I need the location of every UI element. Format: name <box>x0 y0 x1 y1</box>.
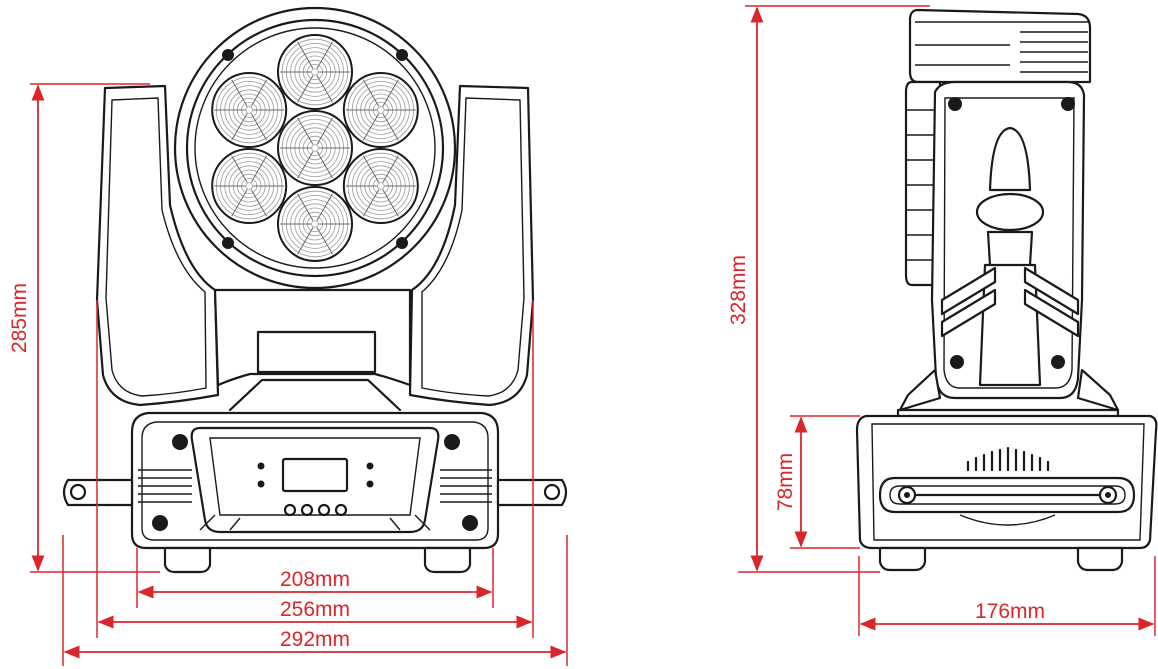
front-base-width-label: 208mm <box>280 568 350 591</box>
side-dimensions: 328mm 78mm 176mm <box>727 5 1156 636</box>
led-lens <box>211 148 288 224</box>
front-left-arm <box>95 84 220 407</box>
led-lens <box>211 72 288 148</box>
front-dimensions: 285mm 208mm 256mm 292mm <box>8 83 568 666</box>
led-lens <box>342 72 419 148</box>
front-overall-width-label: 292mm <box>280 628 350 651</box>
side-depth-label: 176mm <box>975 600 1045 623</box>
side-base-height-label: 78mm <box>774 453 797 511</box>
side-view <box>855 8 1158 572</box>
led-cluster <box>211 34 419 262</box>
led-lens <box>277 110 353 186</box>
led-lens <box>342 148 419 224</box>
side-height-label: 328mm <box>727 255 750 325</box>
led-lens <box>277 34 353 110</box>
front-arm-width-label: 256mm <box>280 598 350 621</box>
led-lens <box>277 186 353 262</box>
front-right-arm <box>408 84 535 407</box>
front-display-screen <box>281 457 349 493</box>
side-head-back <box>908 8 1092 84</box>
front-view <box>62 6 568 574</box>
front-height-label: 285mm <box>8 283 31 353</box>
side-vent-fins <box>966 446 1050 472</box>
front-control-buttons <box>283 503 348 517</box>
